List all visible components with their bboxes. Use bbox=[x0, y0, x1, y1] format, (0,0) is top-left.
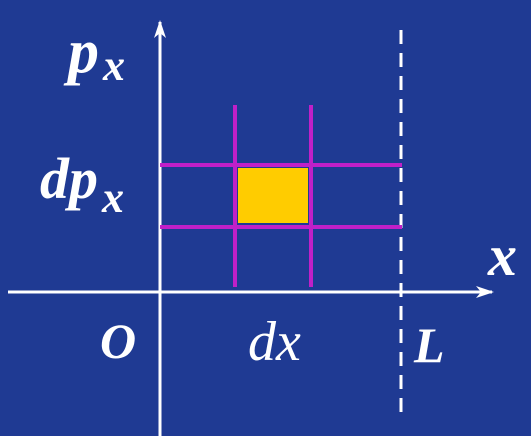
phase-cell bbox=[238, 168, 308, 223]
dpx-label: dpx bbox=[40, 146, 124, 222]
x-axis-label: x bbox=[487, 223, 517, 288]
dx-label: dx bbox=[248, 311, 301, 373]
origin-label: O bbox=[100, 313, 136, 369]
px-axis-label: px bbox=[63, 18, 125, 90]
boundary-L-label: L bbox=[413, 317, 445, 373]
